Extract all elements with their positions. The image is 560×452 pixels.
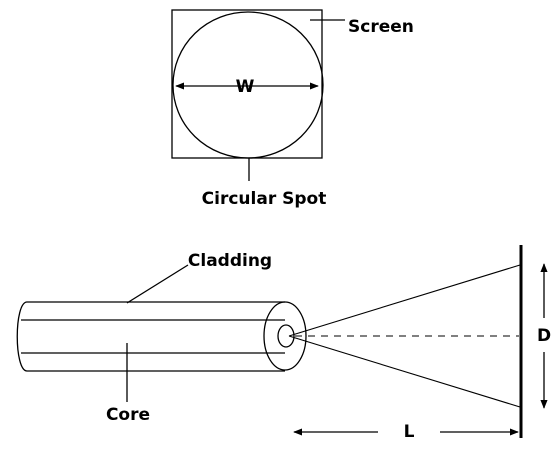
screen-group xyxy=(171,9,345,181)
screen-label: Screen xyxy=(348,17,414,37)
cladding-label: Cladding xyxy=(188,251,272,271)
light-cone xyxy=(288,264,521,408)
cladding-leader-line xyxy=(126,264,189,304)
diameter-label: D xyxy=(537,326,551,346)
optical-fiber xyxy=(16,264,307,402)
cladding-end-face xyxy=(263,301,307,371)
core-end-face xyxy=(277,324,295,348)
circular-spot xyxy=(172,11,324,159)
core-label: Core xyxy=(106,405,150,425)
cone-lower-ray xyxy=(288,335,521,408)
cone-upper-ray xyxy=(288,264,521,337)
length-label: L xyxy=(404,422,415,442)
width-label: W xyxy=(236,77,255,97)
circular-spot-label: Circular Spot xyxy=(202,189,327,209)
fiber-back-end xyxy=(16,301,28,372)
